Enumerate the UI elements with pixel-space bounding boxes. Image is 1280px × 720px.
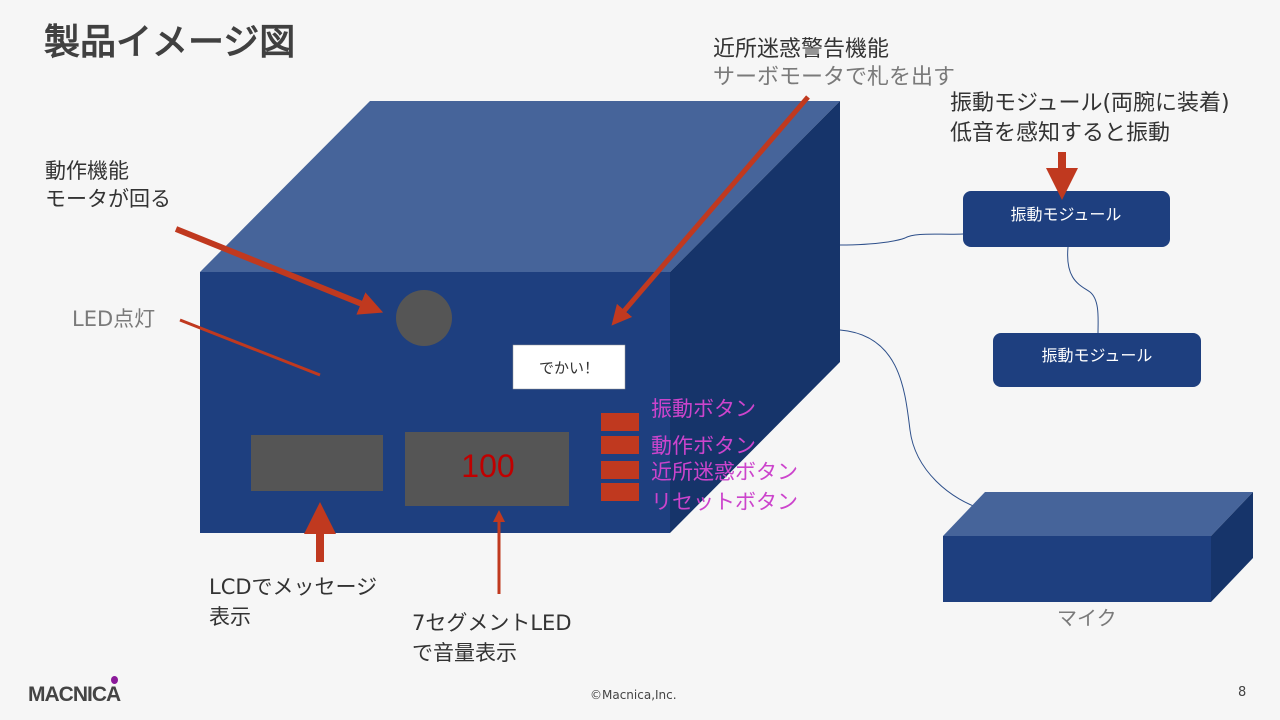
button-label-vibration: 振動ボタン xyxy=(651,397,756,421)
button-label-reset: リセットボタン xyxy=(651,490,798,514)
servo-arrow xyxy=(611,95,810,326)
servo-annotation-1: 近所迷惑警告機能 xyxy=(713,37,890,62)
servo-annotation-2: サーボモータで札を出す xyxy=(713,65,956,90)
vibration-module-2 xyxy=(993,333,1201,387)
page-title: 製品イメージ図 xyxy=(44,22,296,63)
button-action[interactable] xyxy=(601,436,639,454)
sign-label-box xyxy=(512,344,626,390)
device-side-face xyxy=(670,101,840,533)
vibration-annotation-2: 低音を感知すると振動 xyxy=(950,121,1171,146)
vibration-annotation-1: 振動モジュール(両腕に装着) xyxy=(950,91,1230,116)
led-pointer-line xyxy=(179,318,321,377)
page-number: 8 xyxy=(1238,685,1247,700)
seven-seg-annotation-2: で音量表示 xyxy=(412,641,517,665)
button-reset[interactable] xyxy=(601,483,639,501)
vibration-module-1-label: 振動モジュール xyxy=(1011,205,1122,224)
wire-mic xyxy=(839,329,986,511)
lcd-display xyxy=(251,435,383,491)
sign-label: でかい！ xyxy=(539,359,599,377)
logo-dot xyxy=(111,676,118,684)
seven-segment-display xyxy=(405,432,569,506)
seven-segment-value: 100 xyxy=(461,448,514,484)
seven-seg-annotation-1: 7セグメントLED xyxy=(412,611,572,635)
lcd-annotation-2: 表示 xyxy=(209,605,251,629)
button-label-action: 動作ボタン xyxy=(651,434,756,458)
macnica-logo: MACNICA xyxy=(28,676,121,708)
device-top-face xyxy=(200,101,840,272)
mic-top-face xyxy=(943,492,1253,536)
motor-disc xyxy=(396,290,452,346)
button-label-nuisance: 近所迷惑ボタン xyxy=(651,460,798,484)
wire-module2 xyxy=(1067,246,1099,334)
led-annotation: LED点灯 xyxy=(72,307,156,331)
mic-label: マイク xyxy=(1057,606,1117,630)
copyright: ©Macnica,Inc. xyxy=(590,688,677,702)
motor-annotation-2: モータが回る xyxy=(45,187,171,211)
logo-text: MACNICA xyxy=(28,683,121,706)
vibration-module-1 xyxy=(963,191,1170,247)
mic-side-face xyxy=(1211,492,1253,602)
motor-annotation-1: 動作機能 xyxy=(45,159,129,183)
mic-front-face xyxy=(943,536,1211,602)
wire-module1 xyxy=(839,233,964,246)
lcd-annotation-1: LCDでメッセージ xyxy=(209,575,378,599)
motor-arrow xyxy=(174,226,384,315)
button-nuisance[interactable] xyxy=(601,461,639,479)
vibration-module-2-label: 振動モジュール xyxy=(1042,346,1153,365)
button-vibration[interactable] xyxy=(601,413,639,431)
